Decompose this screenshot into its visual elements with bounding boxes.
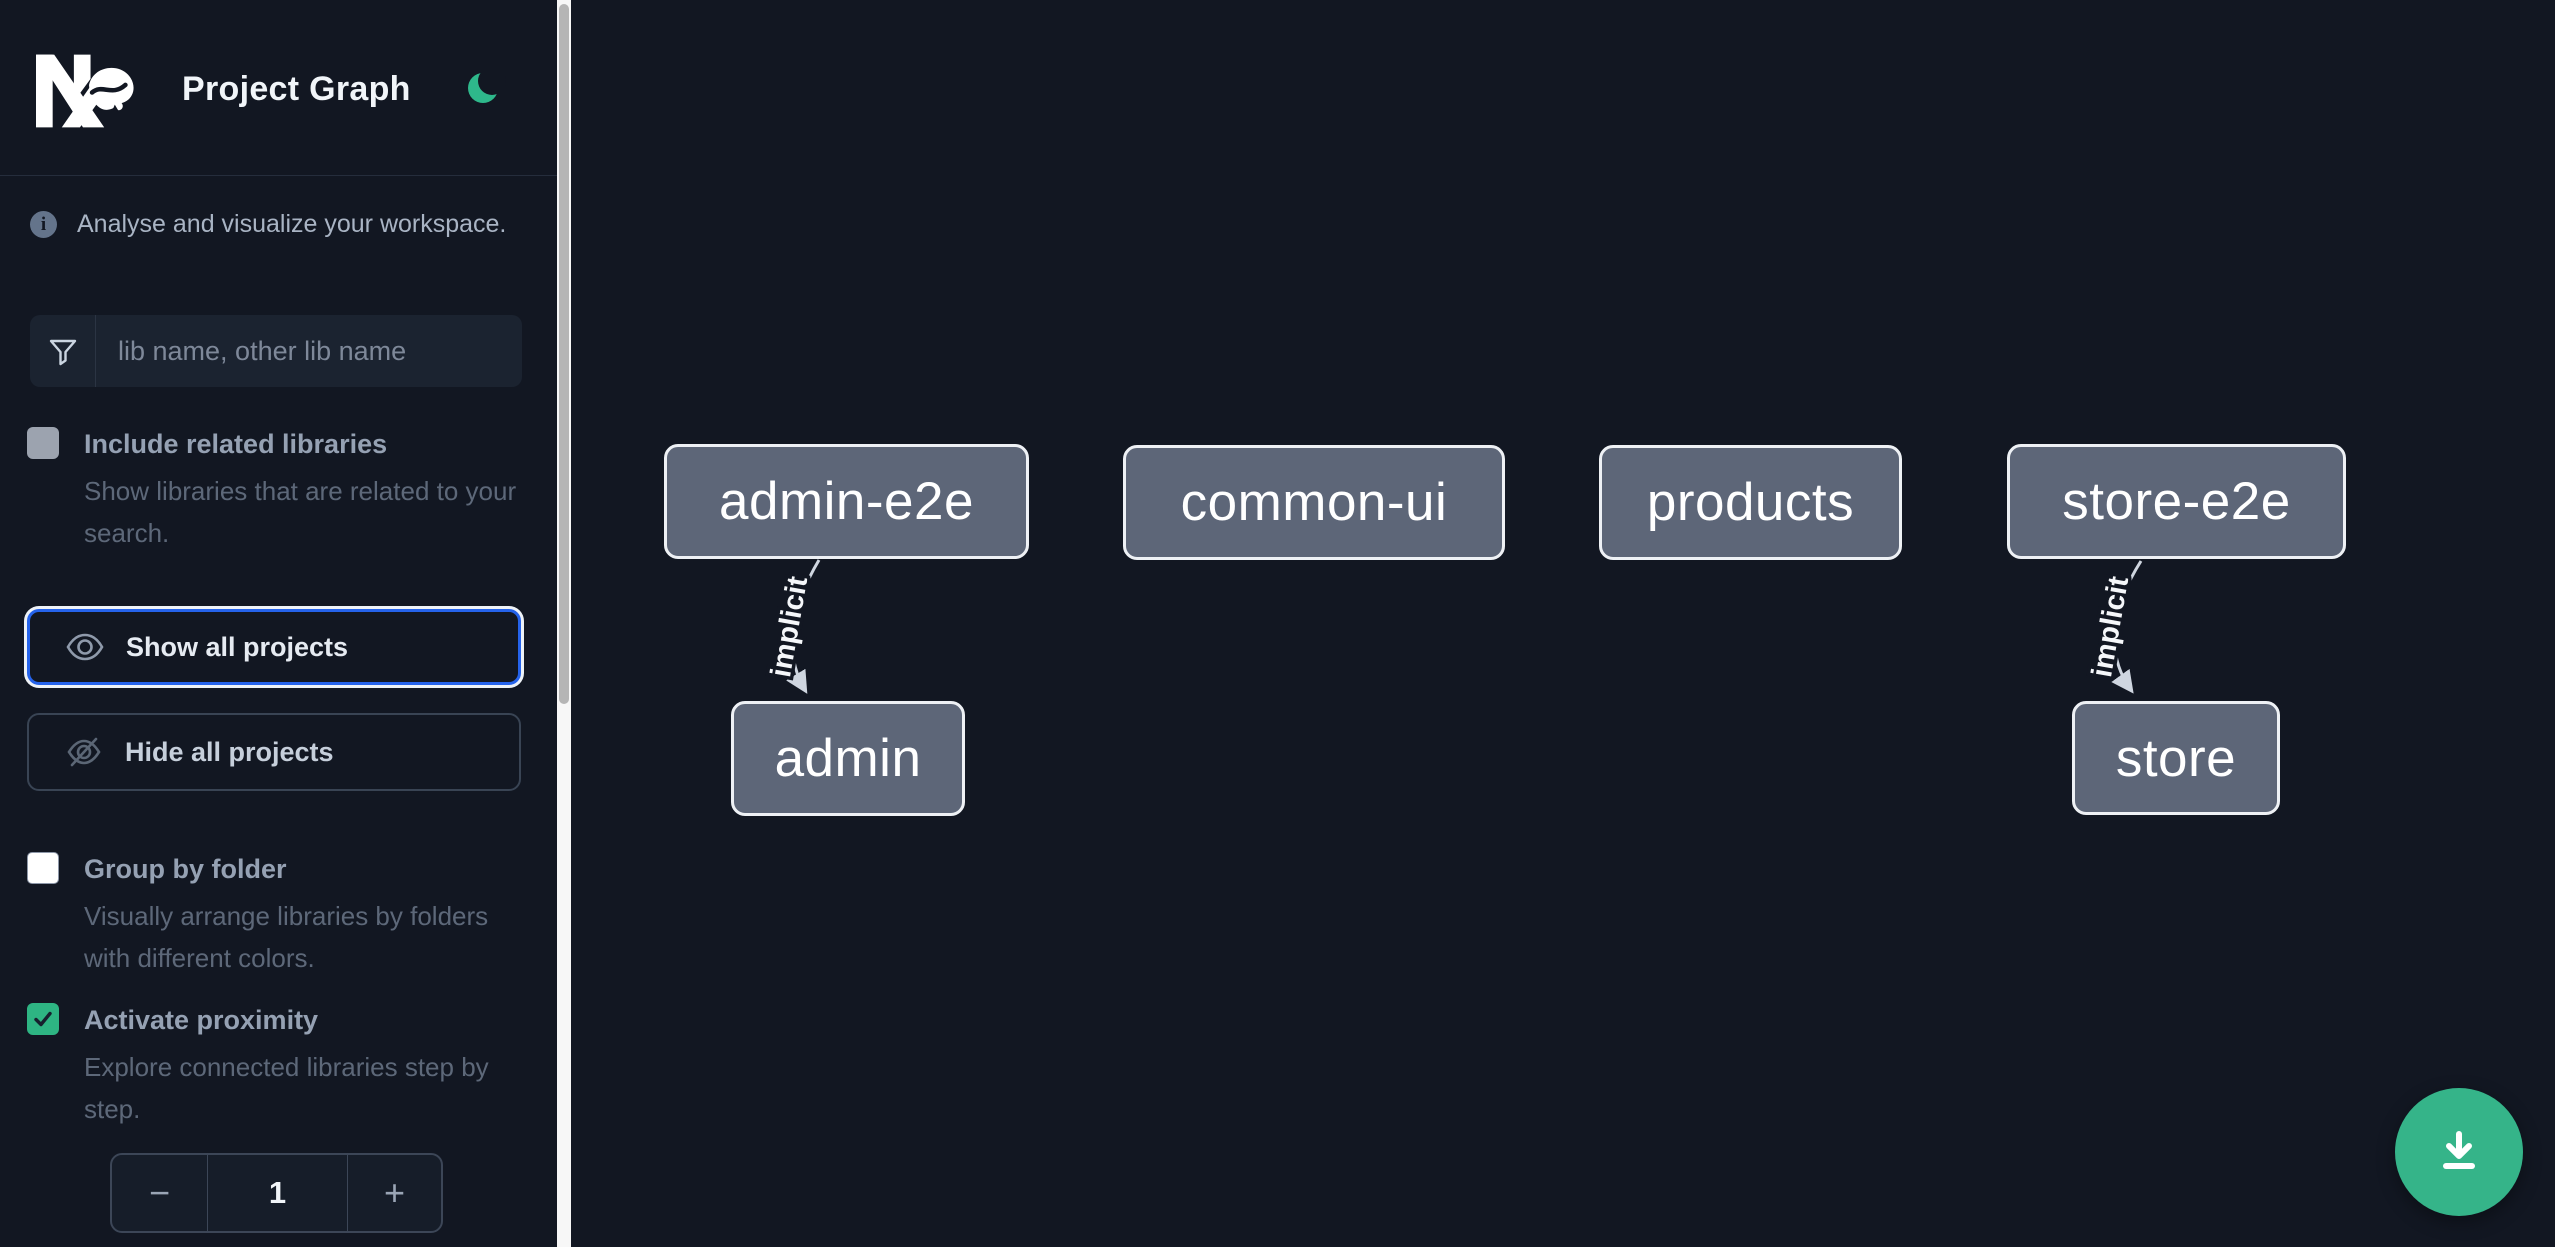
checkmark-icon [34,1011,52,1027]
activate-proximity-description: Explore connected libraries step by step… [84,1052,489,1124]
option-include-related: Include related libraries Show libraries… [27,427,524,554]
option-activate-proximity: Activate proximity Explore connected lib… [27,1003,524,1130]
sidebar-scrollbar-track[interactable] [557,0,571,1247]
sidebar-scrollbar-thumb[interactable] [559,4,569,704]
graph-node-store[interactable]: store [2072,701,2280,815]
graph-node-admin-e2e[interactable]: admin-e2e [664,444,1029,559]
group-by-folder-label[interactable]: Group by folder [84,854,287,884]
include-related-description: Show libraries that are related to your … [84,476,517,548]
show-all-projects-label: Show all projects [126,631,349,662]
proximity-depth-value: 1 [268,1175,287,1210]
decrement-button[interactable]: − [112,1155,208,1231]
group-by-folder-checkbox[interactable] [27,852,59,884]
activate-proximity-checkbox[interactable] [27,1003,59,1035]
search-input[interactable] [96,315,522,387]
graph-node-products[interactable]: products [1599,445,1902,560]
theme-toggle-button[interactable] [466,67,506,108]
include-related-checkbox[interactable] [27,427,59,459]
hide-all-projects-label: Hide all projects [125,736,334,767]
eye-icon [66,633,104,661]
graph-node-admin[interactable]: admin [731,701,965,816]
moon-icon [468,67,506,103]
edge-admin-e2e-admin[interactable] [786,559,821,694]
edge-store-e2e-store[interactable] [2111,560,2143,694]
download-image-button[interactable] [2395,1088,2523,1216]
filter-funnel-icon [30,315,96,387]
increment-button[interactable]: + [347,1155,441,1231]
search-box [30,315,522,387]
show-all-projects-button[interactable]: Show all projects [27,609,521,685]
graph-node-common-ui[interactable]: common-ui [1123,445,1505,560]
sidebar-header: Project Graph [0,0,557,176]
graph-node-store-e2e[interactable]: store-e2e [2007,444,2346,559]
info-icon: i [30,211,57,238]
hide-all-projects-button[interactable]: Hide all projects [27,713,521,791]
nx-logo [36,54,134,128]
group-by-folder-description: Visually arrange libraries by folders wi… [84,901,489,973]
tagline-row: i Analyse and visualize your workspace. [30,210,506,239]
page-title: Project Graph [182,70,411,108]
graph-canvas[interactable] [571,0,2555,1247]
proximity-stepper: − 1 + [110,1153,443,1233]
sidebar: Project Graph i Analyse and visualize yo… [0,0,557,1247]
option-group-by-folder: Group by folder Visually arrange librari… [27,852,524,979]
download-icon [2443,1131,2475,1169]
include-related-label[interactable]: Include related libraries [84,429,388,459]
tagline-text: Analyse and visualize your workspace. [77,210,507,238]
eye-off-icon [67,737,101,767]
activate-proximity-label[interactable]: Activate proximity [84,1005,319,1035]
